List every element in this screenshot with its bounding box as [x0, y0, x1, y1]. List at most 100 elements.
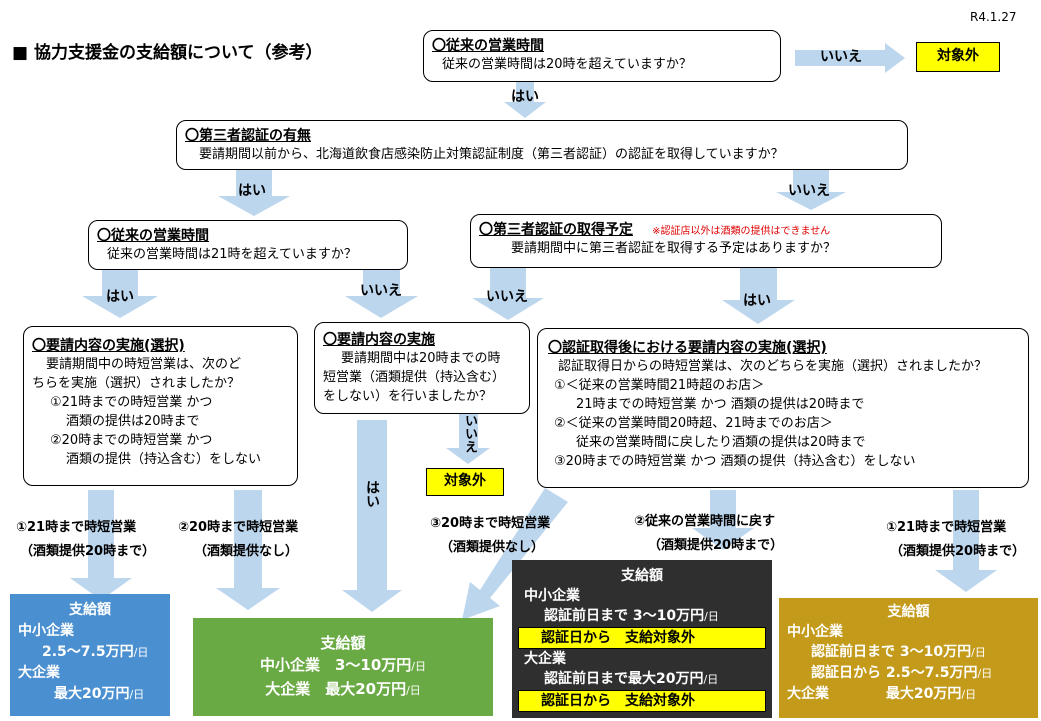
unit: /日	[971, 646, 986, 659]
payment-box-blue: 支給額 中小企業 2.5～7.5万円/日 大企業 最大20万円/日	[10, 594, 170, 716]
question-text: 従来の営業時間は20時を超えていますか？	[442, 57, 692, 72]
option-label: ②従来の営業時間に戻す	[634, 514, 776, 529]
question-box-request-20: 〇要請内容の実施 要請期間中は20時までの時 短営業（酒類提供（持込含む） をし…	[314, 322, 530, 414]
question-line: ②＜従来の営業時間20時超、21時までのお店＞	[554, 416, 833, 431]
question-line: 21時までの時短営業 かつ 酒類の提供は20時まで	[576, 397, 865, 412]
arrow-q6-yes	[342, 420, 402, 612]
answer-label-yes: はい	[106, 289, 134, 305]
question-line: 要請期間中は20時までの時	[341, 351, 501, 366]
question-heading: 〇要請内容の実施(選択)	[32, 338, 185, 354]
large-label: 大企業	[524, 651, 566, 667]
payment-title: 支給額	[887, 604, 930, 620]
question-text: 要請期間以前から、北海道飲食店感染防止対策認証制度（第三者認証）の認証を取得して…	[199, 147, 784, 162]
option-label: ③20時まで時短営業	[430, 516, 551, 531]
unit: /日	[703, 673, 719, 686]
arrow-q2-no	[776, 170, 846, 210]
option-sublabel: （酒類提供20時まで）	[20, 544, 156, 559]
payment-title: 支給額	[621, 568, 663, 584]
large-amount-row: 大企業 最大20万円/日	[787, 684, 1030, 705]
payment-box-green: 支給額 中小企業 3～10万円/日 大企業 最大20万円/日	[193, 618, 493, 716]
unit: /日	[129, 688, 145, 701]
not-eligible-box: 対象外	[426, 468, 504, 496]
large-amount: 最大20万円	[885, 686, 962, 702]
sme-before-row: 認証前日まで 3～10万円/日	[787, 642, 1030, 663]
option-sublabel: （酒類提供20時まで）	[648, 538, 784, 553]
question-box-request-select: 〇要請内容の実施(選択) 要請期間中の時短営業は、次のど ちらを実施（選択）され…	[23, 326, 298, 486]
large-amount-row: 認証前日まで最大20万円/日	[518, 669, 766, 690]
question-box-operating-hours-21: 〇従来の営業時間 従来の営業時間は21時を超えていますか？	[88, 220, 408, 270]
sme-label: 中小企業	[787, 624, 843, 640]
sme-amount-after: 認証日から 2.5～7.5万円	[811, 665, 978, 681]
highlight-not-eligible: 認証日から 支給対象外	[518, 690, 766, 712]
arrow-q4-yes	[722, 268, 795, 324]
arrow-q3-yes	[82, 268, 158, 318]
question-box-operating-hours-20: 〇従来の営業時間 従来の営業時間は20時を超えていますか？	[423, 30, 781, 82]
arrow-q7-right	[935, 490, 997, 592]
large-amount-row: 大企業 最大20万円/日	[201, 678, 485, 702]
unit: /日	[961, 688, 977, 701]
arrow-q3-no	[345, 268, 418, 318]
arrow-q5-left	[70, 490, 132, 600]
question-line: をしない）を行いましたか？	[323, 389, 493, 404]
note-text: ※認証店以外は酒類の提供はできません	[652, 226, 831, 237]
option-label: ①21時まで時短営業	[886, 520, 1007, 535]
question-heading-row: 〇第三者認証の取得予定 ※認証店以外は酒類の提供はできません	[479, 219, 933, 239]
question-heading: 〇要請内容の実施	[323, 332, 435, 348]
large-amount: 認証前日まで最大20万円	[544, 671, 704, 687]
unit: /日	[406, 684, 421, 697]
unit: /日	[977, 667, 993, 680]
question-line: ①＜従来の営業時間21時超のお店＞	[554, 378, 765, 393]
arrow-q2-yes	[218, 170, 290, 216]
sme-amount: 2.5～7.5万円	[42, 644, 134, 660]
arrow-q1-yes	[504, 82, 546, 118]
question-line: ①21時までの時短営業 かつ	[50, 395, 213, 410]
question-heading: 〇第三者認証の取得予定	[479, 222, 633, 238]
payment-title: 支給額	[320, 634, 366, 652]
answer-label-no: いいえ	[820, 49, 862, 65]
unit: /日	[133, 646, 149, 659]
option-sublabel: （酒類提供20時まで）	[890, 544, 1026, 559]
question-heading: 〇従来の営業時間	[97, 228, 209, 244]
question-heading: 〇第三者認証の有無	[185, 128, 311, 144]
sme-after-row: 認証日から 2.5～7.5万円/日	[787, 663, 1030, 684]
large-amount: 大企業 最大20万円	[265, 680, 407, 698]
sme-amount: 認証前日まで 3～10万円	[544, 608, 705, 624]
question-heading: 〇従来の営業時間	[432, 38, 544, 54]
large-label: 大企業	[787, 686, 829, 702]
large-amount-row: 最大20万円/日	[18, 684, 162, 705]
arrow-q5-right	[216, 490, 280, 610]
question-line: 認証取得日からの時短営業は、次のどちらを実施（選択）されましたか？	[558, 359, 988, 374]
payment-title: 支給額	[69, 602, 111, 618]
sme-amount-before: 認証前日まで 3～10万円	[811, 644, 972, 660]
question-box-third-party-cert: 〇第三者認証の有無 要請期間以前から、北海道飲食店感染防止対策認証制度（第三者認…	[176, 120, 908, 170]
unit: /日	[411, 660, 427, 673]
sme-amount-row: 中小企業 3～10万円/日	[201, 654, 485, 678]
large-amount: 最大20万円	[54, 686, 130, 702]
option-sublabel: （酒類提供なし）	[440, 540, 545, 555]
sme-label: 中小企業	[18, 623, 74, 639]
question-line: ②20時までの時短営業 かつ	[50, 433, 213, 448]
answer-label-no: いいえ	[788, 183, 830, 199]
sme-amount-row: 2.5～7.5万円/日	[18, 642, 162, 663]
answer-label-yes: はい	[743, 293, 771, 309]
answer-label-yes: はい	[511, 89, 539, 105]
arrow-q6-no	[446, 412, 490, 464]
option-sublabel: （酒類提供なし）	[194, 544, 299, 559]
page-title: ■ 協力支援金の支給額について（参考）	[12, 43, 323, 63]
answer-label-yes: はい	[238, 183, 266, 199]
answer-label-no-vertical: いいえ	[462, 414, 477, 453]
not-eligible-box: 対象外	[916, 42, 1000, 72]
unit: /日	[704, 610, 719, 623]
question-line: 従来の営業時間に戻したり酒類の提供は20時まで	[576, 435, 866, 450]
question-text: 従来の営業時間は21時を超えていますか？	[107, 247, 357, 262]
option-label: ①21時まで時短営業	[16, 520, 137, 535]
answer-label-yes-vertical: はい	[364, 480, 380, 508]
question-text: 要請期間中に第三者認証を取得する予定はありますか？	[511, 241, 837, 256]
arrow-q7-diagonal	[462, 488, 568, 620]
payment-box-gold: 支給額 中小企業 認証前日まで 3～10万円/日 認証日から 2.5～7.5万円…	[779, 598, 1038, 718]
answer-label-no: いいえ	[360, 283, 402, 299]
sme-amount-row: 認証前日まで 3～10万円/日	[518, 606, 766, 627]
question-heading: 〇認証取得後における要請内容の実施(選択)	[548, 340, 827, 356]
highlight-not-eligible: 認証日から 支給対象外	[518, 627, 766, 649]
question-line: 酒類の提供は20時まで	[66, 414, 200, 429]
